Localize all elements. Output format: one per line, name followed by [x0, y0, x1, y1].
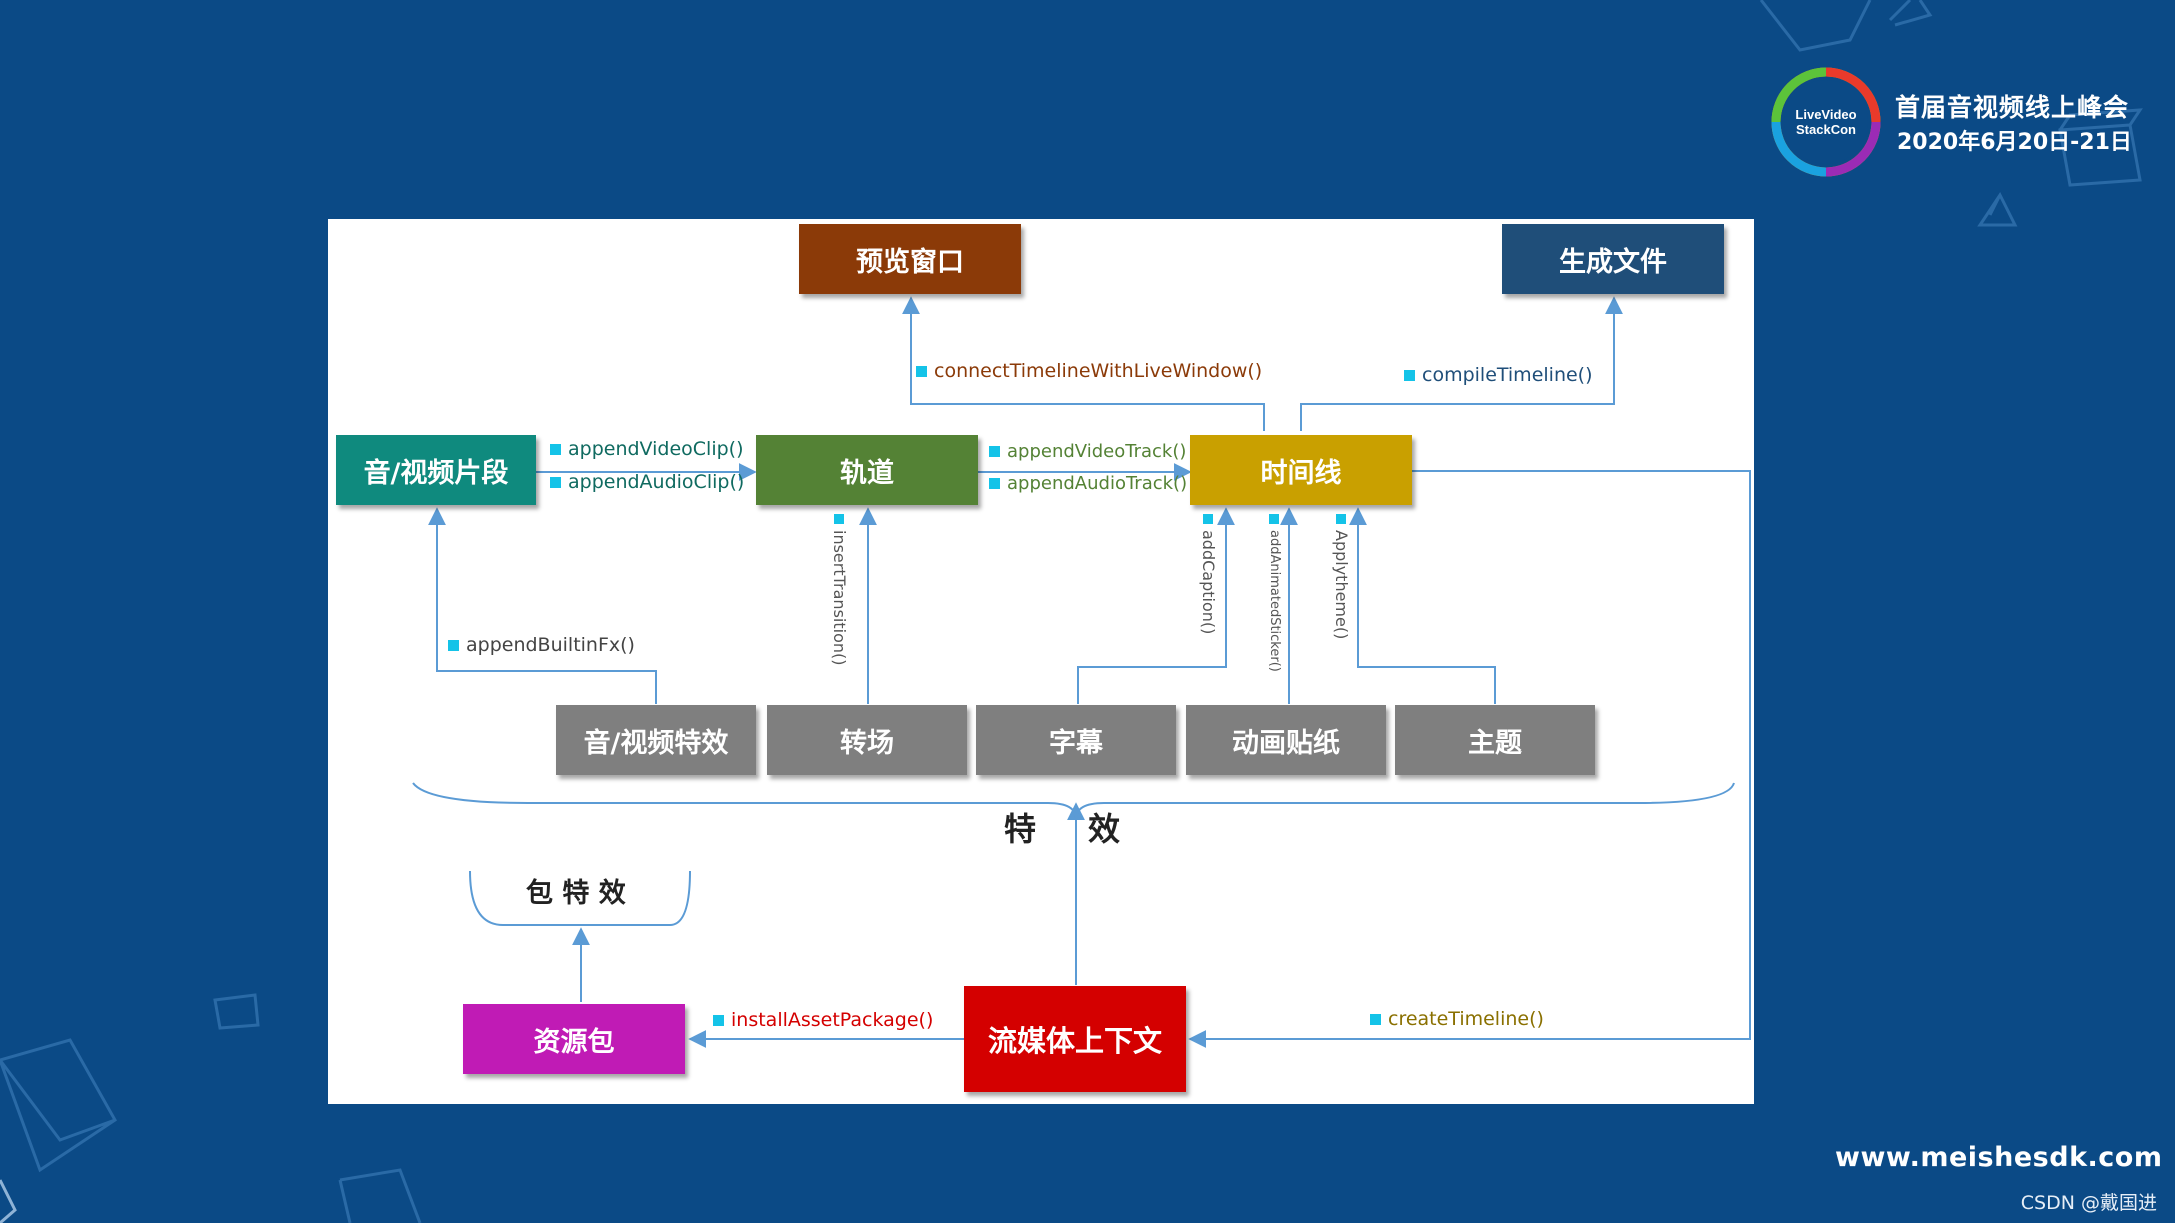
effects-brace [412, 782, 1735, 820]
label-text: addCaption() [1199, 530, 1218, 635]
label-append-video-clip: appendVideoClip() [550, 438, 744, 460]
label-marker-icon [916, 365, 927, 377]
decor-bottom-left [0, 993, 422, 1223]
label-text: addAnimatedSticker() [1267, 530, 1282, 672]
node-av-effect: 音/视频特效 [556, 705, 756, 775]
label-text: installAssetPackage() [731, 1009, 934, 1031]
logo-text-line2: StackCon [1796, 122, 1856, 137]
node-caption: 字幕 [976, 705, 1176, 775]
label-marker-icon [1269, 514, 1280, 524]
node-transition: 转场 [767, 705, 967, 775]
label-text: appendVideoTrack() [1007, 441, 1187, 462]
label-text: insertTransition() [830, 530, 849, 666]
label-add-caption: addCaption() [1199, 514, 1218, 634]
label-install-asset-package: installAssetPackage() [713, 1009, 933, 1031]
edge-compile-timeline [1300, 296, 1623, 431]
csdn-watermark: CSDN @戴国进 [2020, 1192, 2157, 1214]
label-insert-transition: insertTransition() [830, 514, 849, 665]
label-marker-icon [1336, 514, 1347, 524]
node-preview-window: 预览窗口 [799, 224, 1021, 294]
node-streaming-context: 流媒体上下文 [964, 986, 1186, 1092]
label-append-audio-clip: appendAudioClip() [550, 471, 744, 493]
decor-top-right [1760, 0, 2143, 227]
package-effects-brace [469, 870, 691, 926]
livevideostackcon-logo: LiveVideo StackCon [1771, 67, 1881, 177]
label-create-timeline: createTimeline() [1370, 1008, 1544, 1030]
event-date: 2020年6月20日-21日 [1897, 130, 2132, 155]
label-text: appendAudioClip() [568, 471, 745, 493]
architecture-diagram: 预览窗口 生成文件 音/视频片段 轨道 时间线 音/视频特效 转场 字幕 动画贴… [328, 219, 1754, 1104]
edge-connect-live-window [902, 296, 1265, 431]
label-add-animated-sticker: addAnimatedSticker() [1267, 514, 1282, 672]
label-text: Applytheme() [1332, 530, 1351, 640]
label-text: appendVideoClip() [568, 438, 744, 460]
label-marker-icon [448, 639, 459, 651]
label-text: appendBuiltinFx() [466, 634, 635, 656]
label-apply-theme: Applytheme() [1332, 514, 1351, 639]
event-title: 首届音视频线上峰会 [1895, 93, 2130, 122]
edge-apply-theme [1349, 507, 1496, 704]
node-theme: 主题 [1395, 705, 1595, 775]
label-marker-icon [989, 478, 1000, 489]
label-append-audio-track: appendAudioTrack() [989, 473, 1187, 494]
label-text: appendAudioTrack() [1007, 473, 1188, 494]
node-sticker: 动画贴纸 [1186, 705, 1386, 775]
label-connect-live-window: connectTimelineWithLiveWindow() [916, 360, 1262, 382]
label-text: compileTimeline() [1422, 364, 1593, 386]
edge-add-caption [1077, 507, 1235, 704]
node-asset-package: 资源包 [463, 1004, 685, 1074]
label-marker-icon [550, 476, 561, 488]
label-marker-icon [989, 446, 1000, 457]
package-effects-group-label: 包 特 效 [526, 878, 626, 909]
label-text: connectTimelineWithLiveWindow() [934, 360, 1263, 382]
label-marker-icon [834, 514, 845, 524]
edge-create-timeline [1188, 470, 1751, 1048]
label-text: createTimeline() [1388, 1008, 1544, 1030]
label-append-builtin-fx: appendBuiltinFx() [448, 634, 635, 656]
label-append-video-track: appendVideoTrack() [989, 441, 1186, 462]
footer-url: www.meishesdk.com [1835, 1142, 2163, 1173]
effects-group-label: 特 效 [1004, 810, 1131, 848]
label-marker-icon [1370, 1013, 1381, 1025]
label-compile-timeline: compileTimeline() [1404, 364, 1593, 386]
node-timeline: 时间线 [1190, 435, 1412, 505]
label-marker-icon [1404, 369, 1415, 381]
logo-text-line1: LiveVideo [1795, 107, 1856, 122]
label-marker-icon [713, 1014, 724, 1026]
edge-append-builtin-fx [428, 507, 657, 704]
diagram-connectors [412, 296, 1751, 1048]
node-track: 轨道 [756, 435, 978, 505]
label-marker-icon [550, 443, 561, 455]
node-clip: 音/视频片段 [336, 435, 536, 505]
node-generate-file: 生成文件 [1502, 224, 1724, 294]
label-marker-icon [1203, 514, 1214, 524]
